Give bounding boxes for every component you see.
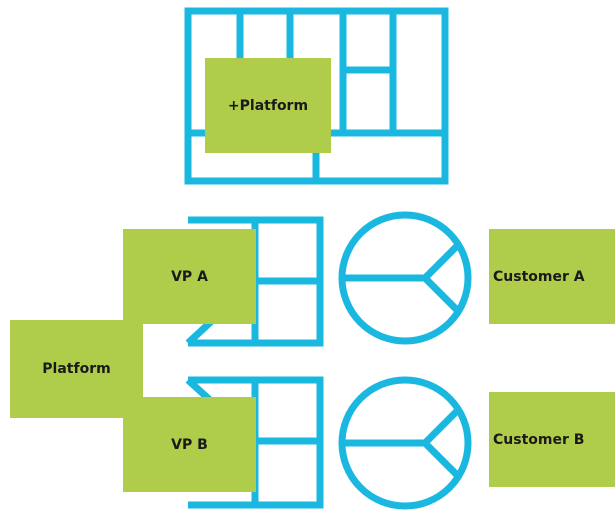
customer-b-note: Customer B (489, 392, 615, 487)
customer-a-note: Customer A (489, 229, 615, 324)
platform-plus-note: +Platform (205, 58, 331, 153)
vp-a-note: VP A (123, 229, 256, 324)
platform-note: Platform (10, 320, 143, 418)
customer-profile-icon-b (338, 376, 472, 510)
customer-profile-icon-a (338, 211, 472, 345)
vp-b-note: VP B (123, 397, 256, 492)
